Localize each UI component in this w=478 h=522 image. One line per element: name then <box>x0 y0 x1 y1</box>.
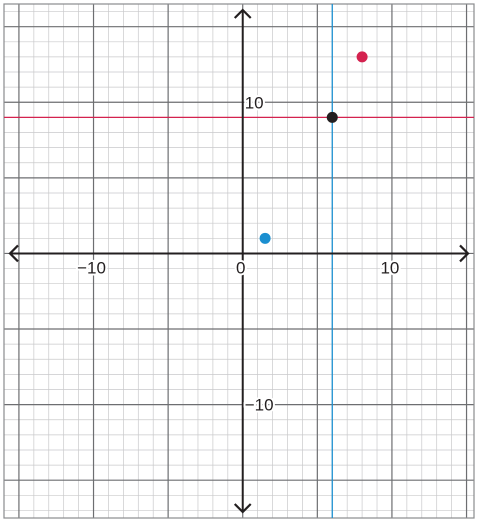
axes <box>8 8 470 514</box>
x-tick-label: −10 <box>77 258 106 277</box>
tick-labels: −10 0 10 10 −10 <box>75 91 401 416</box>
x-tick-label: 0 <box>236 258 245 277</box>
y-axis-top-arrow <box>233 8 252 19</box>
y-tick-label: −10 <box>245 396 274 415</box>
reference-lines <box>4 4 474 518</box>
data-point <box>326 111 338 123</box>
data-point <box>356 51 368 63</box>
major-grid <box>3 3 475 519</box>
y-tick-label: 10 <box>245 93 264 112</box>
x-axis-right-arrow <box>459 244 470 263</box>
data-points <box>259 51 368 244</box>
plot-border <box>3 3 475 519</box>
x-tick-label: 10 <box>380 258 399 277</box>
x-axis-left-arrow <box>8 244 19 263</box>
y-axis-bottom-arrow <box>233 503 252 514</box>
data-point <box>259 232 271 244</box>
